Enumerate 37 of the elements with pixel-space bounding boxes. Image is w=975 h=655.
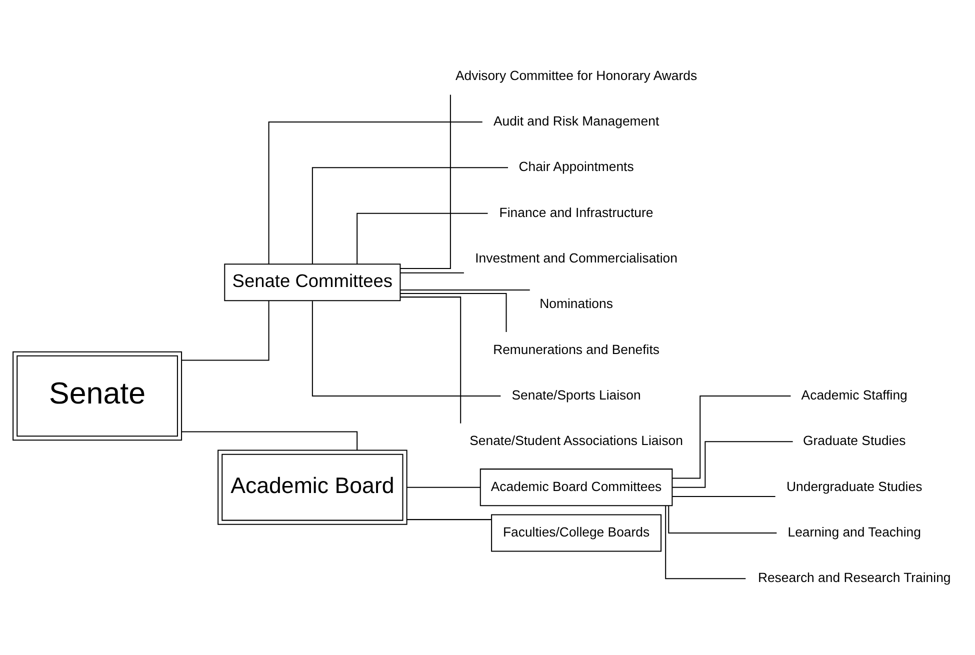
node-text: Academic Staffing bbox=[800, 387, 907, 402]
node-text: Nominations bbox=[539, 296, 612, 312]
node-box: Senate Committees bbox=[224, 264, 400, 302]
connector bbox=[400, 94, 450, 269]
connector bbox=[664, 506, 746, 580]
connector bbox=[400, 272, 464, 274]
node-text: Senate/Student Associations Liaison bbox=[469, 433, 682, 448]
connector bbox=[672, 396, 790, 479]
connector bbox=[400, 296, 461, 424]
node-text: Investment and Commercialisation bbox=[474, 250, 677, 266]
connector bbox=[181, 431, 358, 450]
node-text: Senate/Sports Liaison bbox=[511, 387, 640, 402]
node-box: Academic Board bbox=[217, 450, 407, 525]
connector bbox=[406, 519, 491, 520]
connector bbox=[400, 289, 530, 290]
node-box: Faculties/College Boards bbox=[490, 514, 662, 552]
node-box: Academic Board Committees bbox=[479, 468, 672, 506]
node-text: Finance and Infrastructure bbox=[498, 204, 653, 220]
connector bbox=[311, 301, 500, 396]
node-text: Advisory Committee for Honorary Awards bbox=[454, 68, 697, 83]
node-text: Remunerations and Benefits bbox=[492, 342, 659, 357]
connector bbox=[400, 293, 506, 332]
node-box: Senate bbox=[12, 351, 182, 441]
connector bbox=[181, 300, 269, 361]
node-text: Research and Research Training bbox=[757, 570, 950, 586]
node-text: Learning and Teaching bbox=[787, 524, 920, 540]
connector bbox=[668, 506, 776, 534]
connector bbox=[672, 441, 792, 488]
connector bbox=[268, 121, 482, 264]
node-text: Undergraduate Studies bbox=[786, 478, 922, 494]
connector bbox=[356, 212, 488, 264]
node-text: Chair Appointments bbox=[518, 159, 634, 174]
connector bbox=[311, 167, 508, 264]
node-text: Audit and Risk Management bbox=[492, 113, 659, 128]
connector bbox=[672, 496, 775, 497]
connector bbox=[406, 486, 480, 488]
node-text: Graduate Studies bbox=[802, 433, 906, 448]
